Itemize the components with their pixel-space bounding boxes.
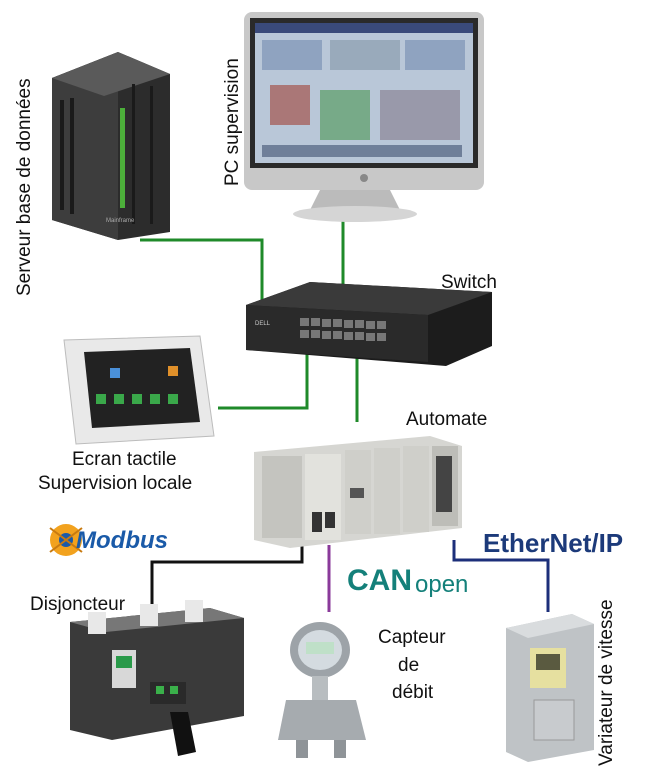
breaker-label: Disjoncteur <box>30 594 126 615</box>
touchscreen-label-line1: Ecran tactile <box>72 449 177 470</box>
ethernetip-link <box>452 540 550 612</box>
ethernetip-logo-text: EtherNet/IP <box>483 528 624 558</box>
canopen-logo-text-b: open <box>415 571 469 598</box>
switch-brand-text: DELL <box>255 321 271 327</box>
modbus-logo-text: Modbus <box>76 527 168 554</box>
touchscreen-label-line2: Supervision locale <box>38 473 193 494</box>
modbus-link <box>150 545 304 612</box>
switch-label: Switch <box>441 272 497 293</box>
server-switch-link <box>140 238 264 305</box>
server-brand-text: Mainframe <box>106 218 135 224</box>
plc-label: Automate <box>406 409 488 430</box>
flow-sensor-label-line2: de <box>398 655 420 676</box>
canopen-logo-text-a: CAN <box>347 564 412 597</box>
flow-sensor-label-line1: Capteur <box>378 627 446 648</box>
touchscreen-switch-link <box>218 350 309 410</box>
flow-sensor-label-line3: débit <box>392 682 434 703</box>
